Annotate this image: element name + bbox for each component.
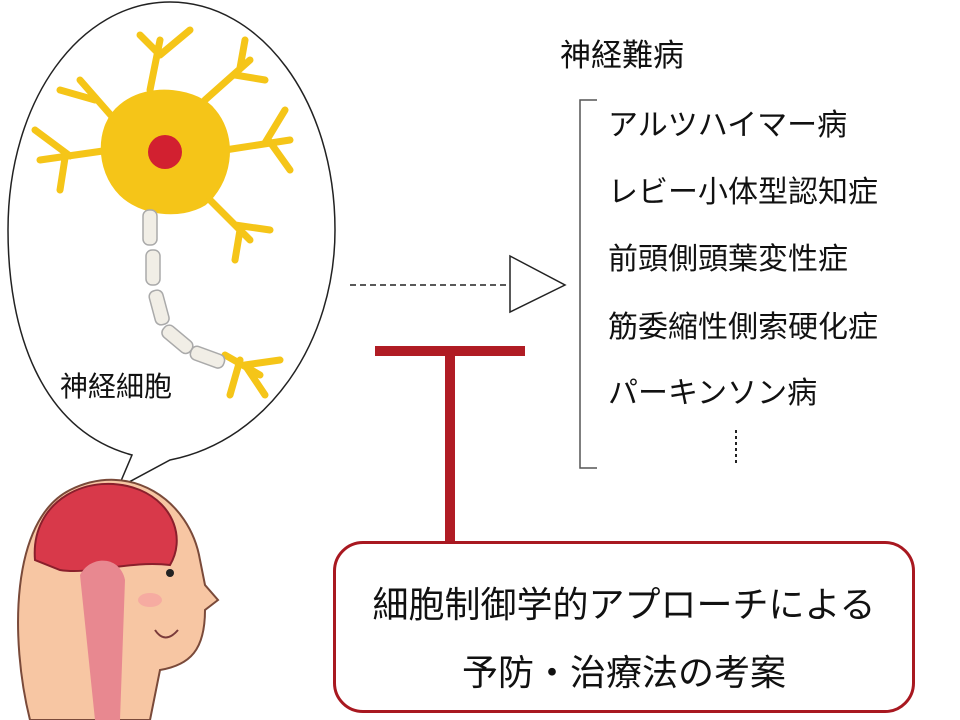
bracket [579,99,597,469]
approach-line-1: 細胞制御学的アプローチによる [372,585,876,626]
approach-line-2: 予防・治療法の考案 [461,653,786,694]
disease-item: パーキンソン病 [608,376,818,411]
disease-group-title: 神経難病 [560,38,684,74]
arrow-head-icon [509,254,567,314]
neuron-icon [31,26,294,399]
disease-item: レビー小体型認知症 [608,175,878,210]
disease-item: 前頭側頭葉変性症 [608,242,848,277]
disease-item: アルツハイマー病 [608,108,848,143]
speech-bubble [7,1,336,490]
axon [142,209,226,369]
inhibition-symbol [375,346,525,541]
disease-item: 筋委縮性側索硬化症 [608,310,878,345]
neuron-label: 神経細胞 [60,370,173,403]
approach-box: 細胞制御学的アプローチによる 予防・治療法の考案 [333,541,915,713]
head-illustration [17,478,220,720]
